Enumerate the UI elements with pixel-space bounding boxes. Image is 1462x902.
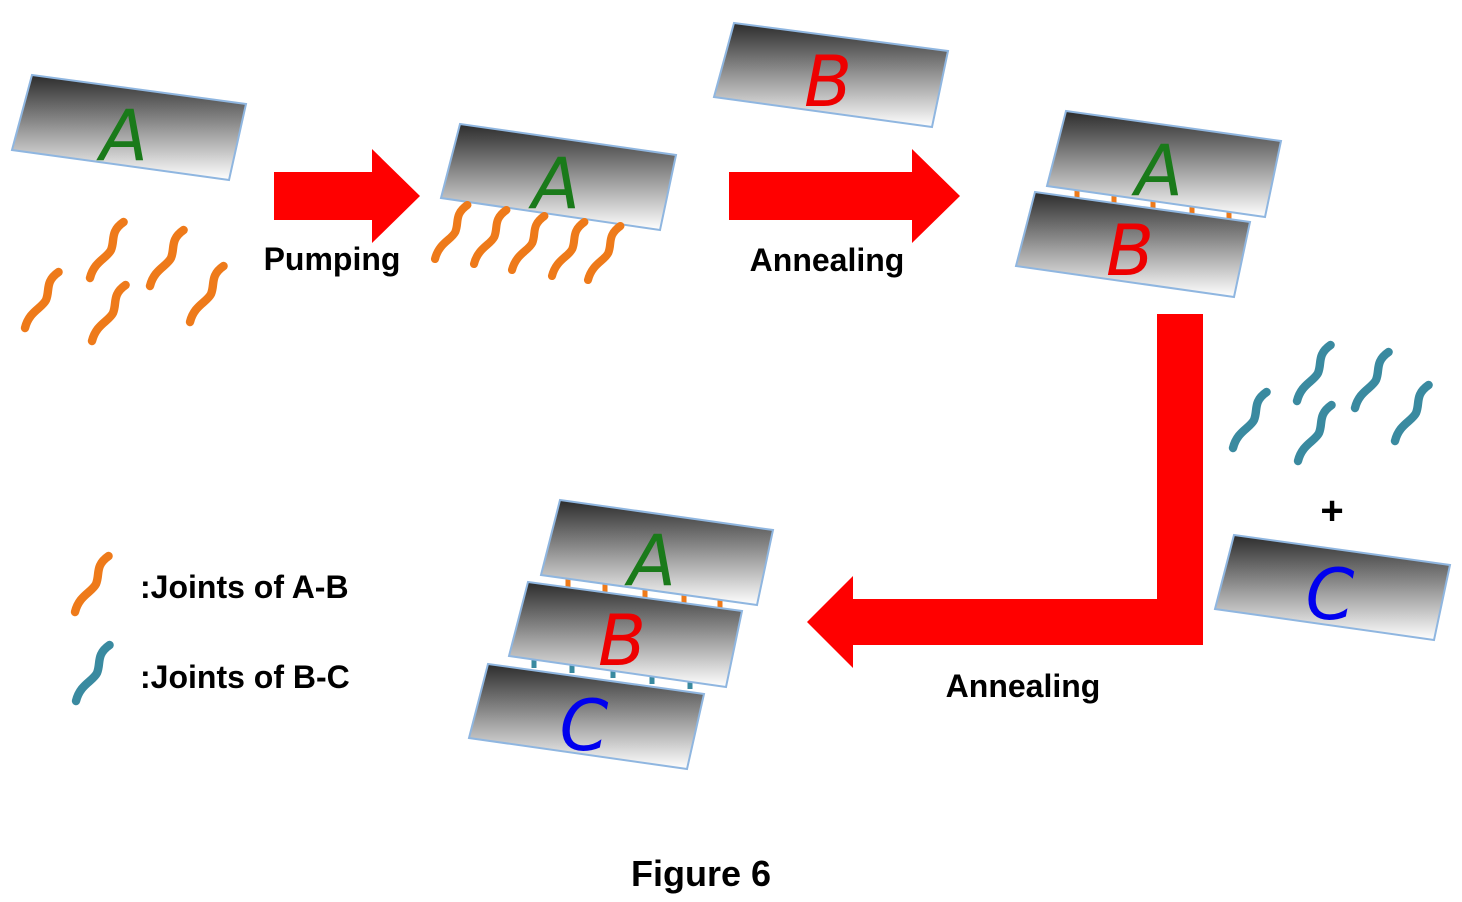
annealing-label-1: Annealing	[750, 242, 905, 278]
legend-bc-label: :Joints of B-C	[140, 659, 350, 695]
stack-abc-letter-c: C	[560, 685, 609, 767]
plate-a-start-letter: A	[96, 95, 148, 177]
plate-a-pumped: A	[439, 122, 678, 232]
arrow-annealing-1	[729, 149, 960, 243]
arrow-pumping	[274, 149, 420, 243]
loose-ab-joints	[25, 222, 224, 341]
legend-ab-swatch	[75, 556, 109, 612]
legend: :Joints of A-B :Joints of B-C	[75, 556, 350, 701]
stack-ab-letter-b: B	[1106, 210, 1154, 292]
plate-b-incoming-letter: B	[804, 41, 852, 123]
figure-caption: Figure 6	[631, 853, 771, 894]
plate-c-incoming: C	[1213, 533, 1452, 642]
legend-bc-swatch	[76, 645, 110, 701]
annealing-label-2: Annealing	[946, 668, 1101, 704]
legend-ab-label: :Joints of A-B	[140, 569, 349, 605]
stack-abc-letter-a: A	[624, 520, 676, 602]
stack-ab-letter-a: A	[1131, 130, 1183, 212]
plate-b-incoming: B	[712, 21, 950, 129]
plate-a-pumped-letter: A	[528, 143, 580, 225]
loose-bc-joints	[1233, 345, 1429, 461]
plate-a-start: A	[10, 73, 248, 182]
arrow-annealing-2	[807, 314, 1203, 668]
stack-abc-letter-b: B	[598, 600, 646, 682]
plate-c-incoming-letter: C	[1306, 554, 1355, 636]
plus-sign: +	[1320, 489, 1343, 533]
pumping-label: Pumping	[264, 241, 401, 277]
stack-ab: A B	[1014, 109, 1283, 299]
stack-abc: A B C	[467, 498, 775, 771]
